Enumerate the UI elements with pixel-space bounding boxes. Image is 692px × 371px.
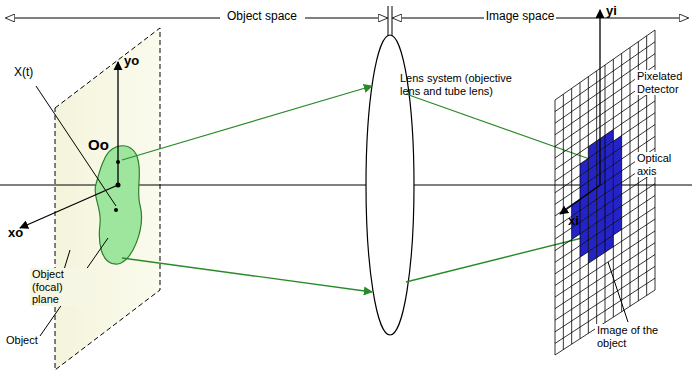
light-ray <box>122 258 372 292</box>
axis-label: yo <box>124 54 139 69</box>
axis-label: yi <box>606 4 617 19</box>
axis-label: xi <box>568 214 579 229</box>
light-ray <box>406 236 590 282</box>
detector-label: Pixelated Detector <box>635 70 689 95</box>
grid-line <box>555 89 655 158</box>
y-axis <box>599 10 600 185</box>
axis-name-label: Optical axis <box>635 152 689 177</box>
space-arrow <box>393 18 485 19</box>
grid-line <box>555 266 655 331</box>
light-ray <box>122 86 372 160</box>
region-label: Image space <box>484 10 557 24</box>
leader-line <box>36 86 116 206</box>
x-axis <box>20 185 118 228</box>
x-axis <box>560 185 600 214</box>
image-label: Image of the object <box>595 324 689 349</box>
point-label: X(t) <box>14 66 33 80</box>
light-ray <box>406 94 598 162</box>
plane-label: Object (focal) plane <box>30 268 90 306</box>
y-axis <box>117 62 118 185</box>
leader-line <box>608 262 628 322</box>
object-label: Object <box>6 334 38 347</box>
axis-label: xo <box>8 226 23 241</box>
lens-label: Lens system (objective lens and tube len… <box>400 72 530 97</box>
origin-label: Oo <box>88 136 109 153</box>
region-label: Object space <box>225 10 299 24</box>
space-arrow <box>305 18 387 19</box>
object-plane <box>55 28 160 370</box>
space-arrow <box>6 18 220 19</box>
space-arrow <box>556 18 688 19</box>
point-dot <box>114 208 118 212</box>
